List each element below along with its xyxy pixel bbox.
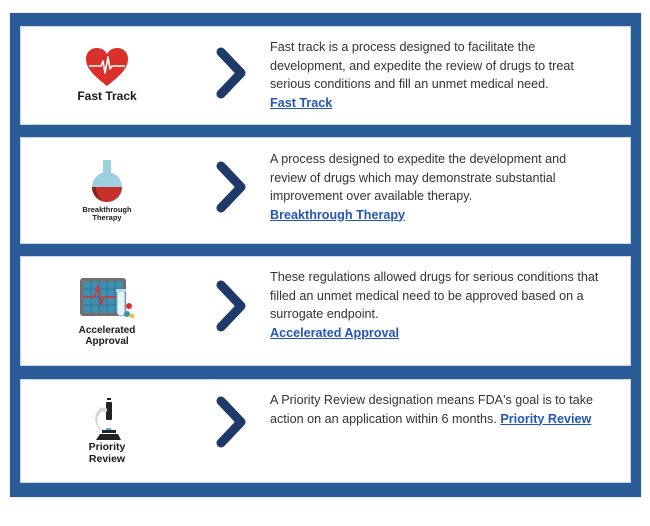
breakthrough-therapy-link[interactable]: Breakthrough Therapy [270,207,406,222]
icon-column: Priority Review [21,380,193,482]
icon-column: Fast Track [21,27,193,124]
chevron-right-icon [216,47,246,99]
flask-icon [92,159,122,202]
icon-label: Priority Review [88,440,126,465]
icon-label: Breakthrough Therapy [82,204,132,222]
icon-label: Accelerated Approval [78,324,136,347]
fast-track-link[interactable]: Fast Track [270,95,333,110]
description: Fast track is a process designed to faci… [270,40,574,91]
monitor-test-tube-icon [80,277,135,318]
card-priority-review: Priority Review A Priority Review design… [21,380,630,482]
description: These regulations allowed drugs for seri… [270,270,599,321]
designation-panel: Fast Track Fast track is a process desig… [10,13,641,497]
chevron-right-icon [216,280,246,332]
description-text: These regulations allowed drugs for seri… [270,268,605,342]
description: A Priority Review designation means FDA'… [270,393,593,426]
card-breakthrough-therapy: Breakthrough Therapy A process designed … [21,138,630,243]
icon-label: Fast Track [77,89,137,104]
accelerated-approval-link[interactable]: Accelerated Approval [270,325,400,340]
card-accelerated-approval: Accelerated Approval These regulations a… [21,257,630,365]
card-fast-track: Fast Track Fast track is a process desig… [21,27,630,124]
description: A process designed to expedite the devel… [270,152,567,203]
icon-column: Breakthrough Therapy [21,138,193,243]
heart-pulse-icon [86,48,128,87]
description-text: Fast track is a process designed to faci… [270,38,605,112]
microscope-icon [95,397,121,440]
description-text: A Priority Review designation means FDA'… [270,391,605,428]
chevron-right-icon [216,396,246,448]
icon-column: Accelerated Approval [21,257,193,365]
chevron-right-icon [216,161,246,213]
description-text: A process designed to expedite the devel… [270,150,605,224]
priority-review-link[interactable]: Priority Review [500,411,592,426]
